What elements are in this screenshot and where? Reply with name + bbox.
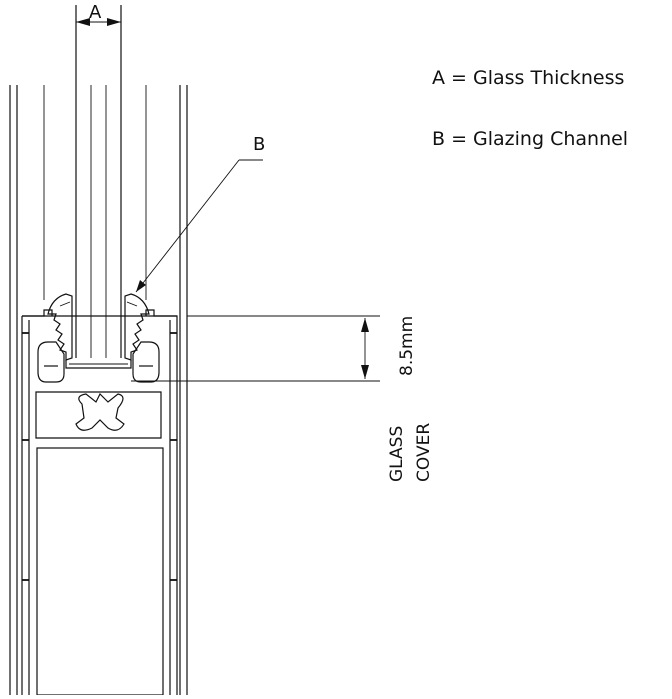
dimension-a-label: A: [89, 2, 102, 23]
legend-glass-thickness: A = Glass Thickness: [432, 67, 624, 89]
aluminium-profile: [21, 309, 178, 696]
dimension-8-5mm-label: 8.5mm: [397, 316, 417, 376]
glass-panes: [43, 5, 147, 358]
leader-b: [135, 159, 263, 293]
dimension-8-5mm: [131, 315, 380, 382]
glass-label: GLASS: [387, 426, 407, 482]
leader-b-label: B: [253, 134, 265, 155]
right-gasket: [124, 293, 150, 361]
outer-walls: [9, 85, 188, 695]
legend-glazing-channel: B = Glazing Channel: [432, 128, 628, 150]
cover-label: COVER: [414, 423, 434, 482]
dimension-a: [76, 18, 121, 26]
left-gasket: [47, 293, 73, 361]
